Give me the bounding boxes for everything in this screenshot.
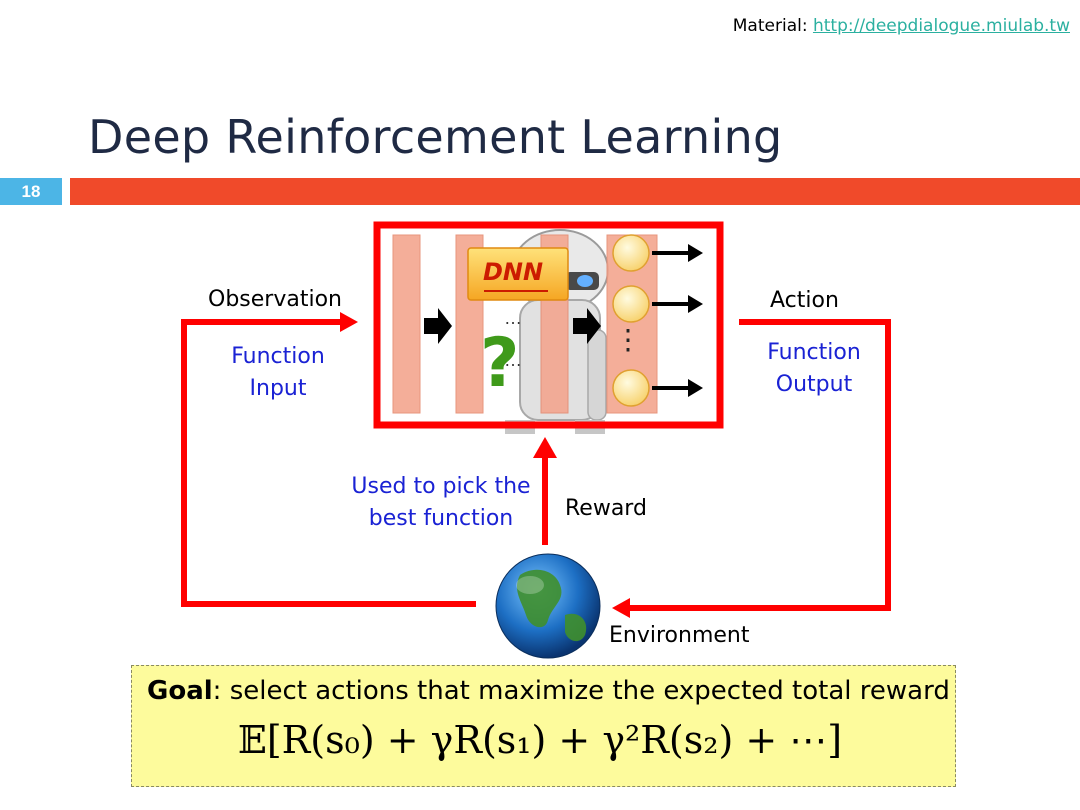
observation-label: Observation xyxy=(208,287,342,312)
reward-label: Reward xyxy=(565,496,647,521)
question-mark-icon: ? xyxy=(480,324,520,403)
used-to-pick-label: Used to pick the best function xyxy=(351,474,531,531)
environment-label: Environment xyxy=(609,623,750,648)
material-link[interactable]: http://deepdialogue.miulab.tw xyxy=(812,16,1070,36)
function-input-label: Function Input xyxy=(231,344,325,401)
output-arrow-icon xyxy=(652,379,703,397)
output-node xyxy=(612,285,650,323)
observation-loop-arrow xyxy=(181,312,476,607)
dnn-badge xyxy=(467,247,569,301)
function-output-label: Function Output xyxy=(767,340,861,397)
goal-text: : select actions that maximize the expec… xyxy=(212,676,950,706)
ellipsis-hint: … xyxy=(504,350,522,370)
output-arrow-icon xyxy=(652,295,703,313)
vertical-ellipsis: ⋮ xyxy=(614,324,642,355)
goal-box xyxy=(131,665,956,787)
right-arrow-icon xyxy=(424,308,452,344)
reward-arrow xyxy=(533,437,557,545)
material-label: Material: xyxy=(732,16,808,36)
layer-bar xyxy=(392,234,421,414)
goal-statement: Goal: select actions that maximize the e… xyxy=(147,676,950,706)
earth-globe-icon xyxy=(495,553,601,659)
output-arrow-icon xyxy=(652,244,703,262)
title-accent-bar xyxy=(70,178,1080,205)
ellipsis-hint: … xyxy=(504,308,522,328)
material-credit: Material: http://deepdialogue.miulab.tw xyxy=(733,16,1070,36)
output-node xyxy=(612,369,650,407)
slide-number: 18 xyxy=(0,178,62,205)
right-arrow-icon xyxy=(573,308,601,344)
goal-label: Goal xyxy=(147,676,213,706)
action-loop-arrow xyxy=(612,319,891,618)
expected-reward-formula: 𝔼[R(s₀) + γR(s₁) + γ²R(s₂) + ⋯] xyxy=(237,718,843,762)
output-node xyxy=(612,234,650,272)
network-frame xyxy=(373,221,724,429)
action-label: Action xyxy=(770,288,839,313)
slide-title: Deep Reinforcement Learning xyxy=(88,110,783,164)
dnn-label: DNN xyxy=(483,258,544,286)
